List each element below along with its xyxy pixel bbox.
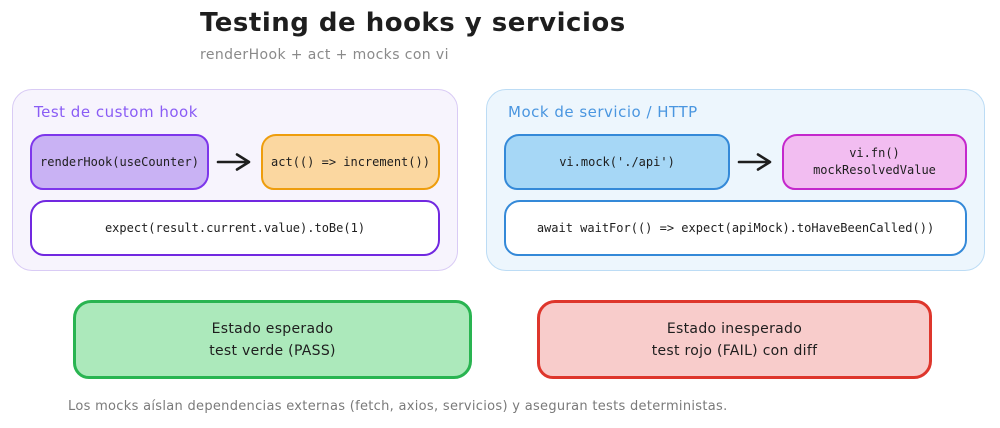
- panel-service-mock-label: Mock de servicio / HTTP: [508, 103, 698, 121]
- node-expect-assertion: expect(result.current.value).toBe(1): [30, 200, 440, 256]
- node-vifn-line2: mockResolvedValue: [813, 163, 936, 177]
- arrow-right-icon: [737, 153, 772, 171]
- panel-service-mock: Mock de servicio / HTTP vi.mock('./api')…: [486, 89, 985, 271]
- result-pass-line1: Estado esperado: [211, 320, 334, 337]
- result-fail-line2: test rojo (FAIL) con diff: [651, 342, 818, 359]
- result-fail-line1: Estado inesperado: [666, 320, 803, 337]
- arrow-right-icon: [216, 153, 251, 171]
- node-vimock-label: vi.mock('./api'): [559, 154, 675, 169]
- node-vimock: vi.mock('./api'): [504, 134, 730, 190]
- page-subtitle: renderHook + act + mocks con vi: [200, 47, 449, 63]
- node-renderhook-label: renderHook(useCounter): [40, 154, 199, 169]
- result-pass-box: Estado esperado test verde (PASS): [73, 300, 472, 379]
- result-pass-line2: test verde (PASS): [209, 342, 336, 359]
- node-act: act(() => increment()): [261, 134, 440, 190]
- result-fail-box: Estado inesperado test rojo (FAIL) con d…: [537, 300, 932, 379]
- node-waitfor-assertion: await waitFor(() => expect(apiMock).toHa…: [504, 200, 967, 256]
- page-title: Testing de hooks y servicios: [200, 8, 626, 38]
- hook-steps-row: renderHook(useCounter) act(() => increme…: [30, 134, 440, 190]
- footer-note: Los mocks aíslan dependencias externas (…: [68, 399, 728, 414]
- mock-steps-row: vi.mock('./api') vi.fn() mockResolvedVal…: [504, 134, 967, 190]
- panel-custom-hook: Test de custom hook renderHook(useCounte…: [12, 89, 458, 271]
- node-vifn: vi.fn() mockResolvedValue: [782, 134, 967, 190]
- node-waitfor-assertion-label: await waitFor(() => expect(apiMock).toHa…: [536, 220, 935, 235]
- node-renderhook: renderHook(useCounter): [30, 134, 209, 190]
- node-vifn-line1: vi.fn(): [849, 146, 900, 160]
- panel-custom-hook-label: Test de custom hook: [34, 103, 198, 121]
- header: Testing de hooks y servicios renderHook …: [200, 8, 626, 63]
- node-act-label: act(() => increment()): [271, 154, 430, 169]
- node-expect-assertion-label: expect(result.current.value).toBe(1): [104, 220, 366, 235]
